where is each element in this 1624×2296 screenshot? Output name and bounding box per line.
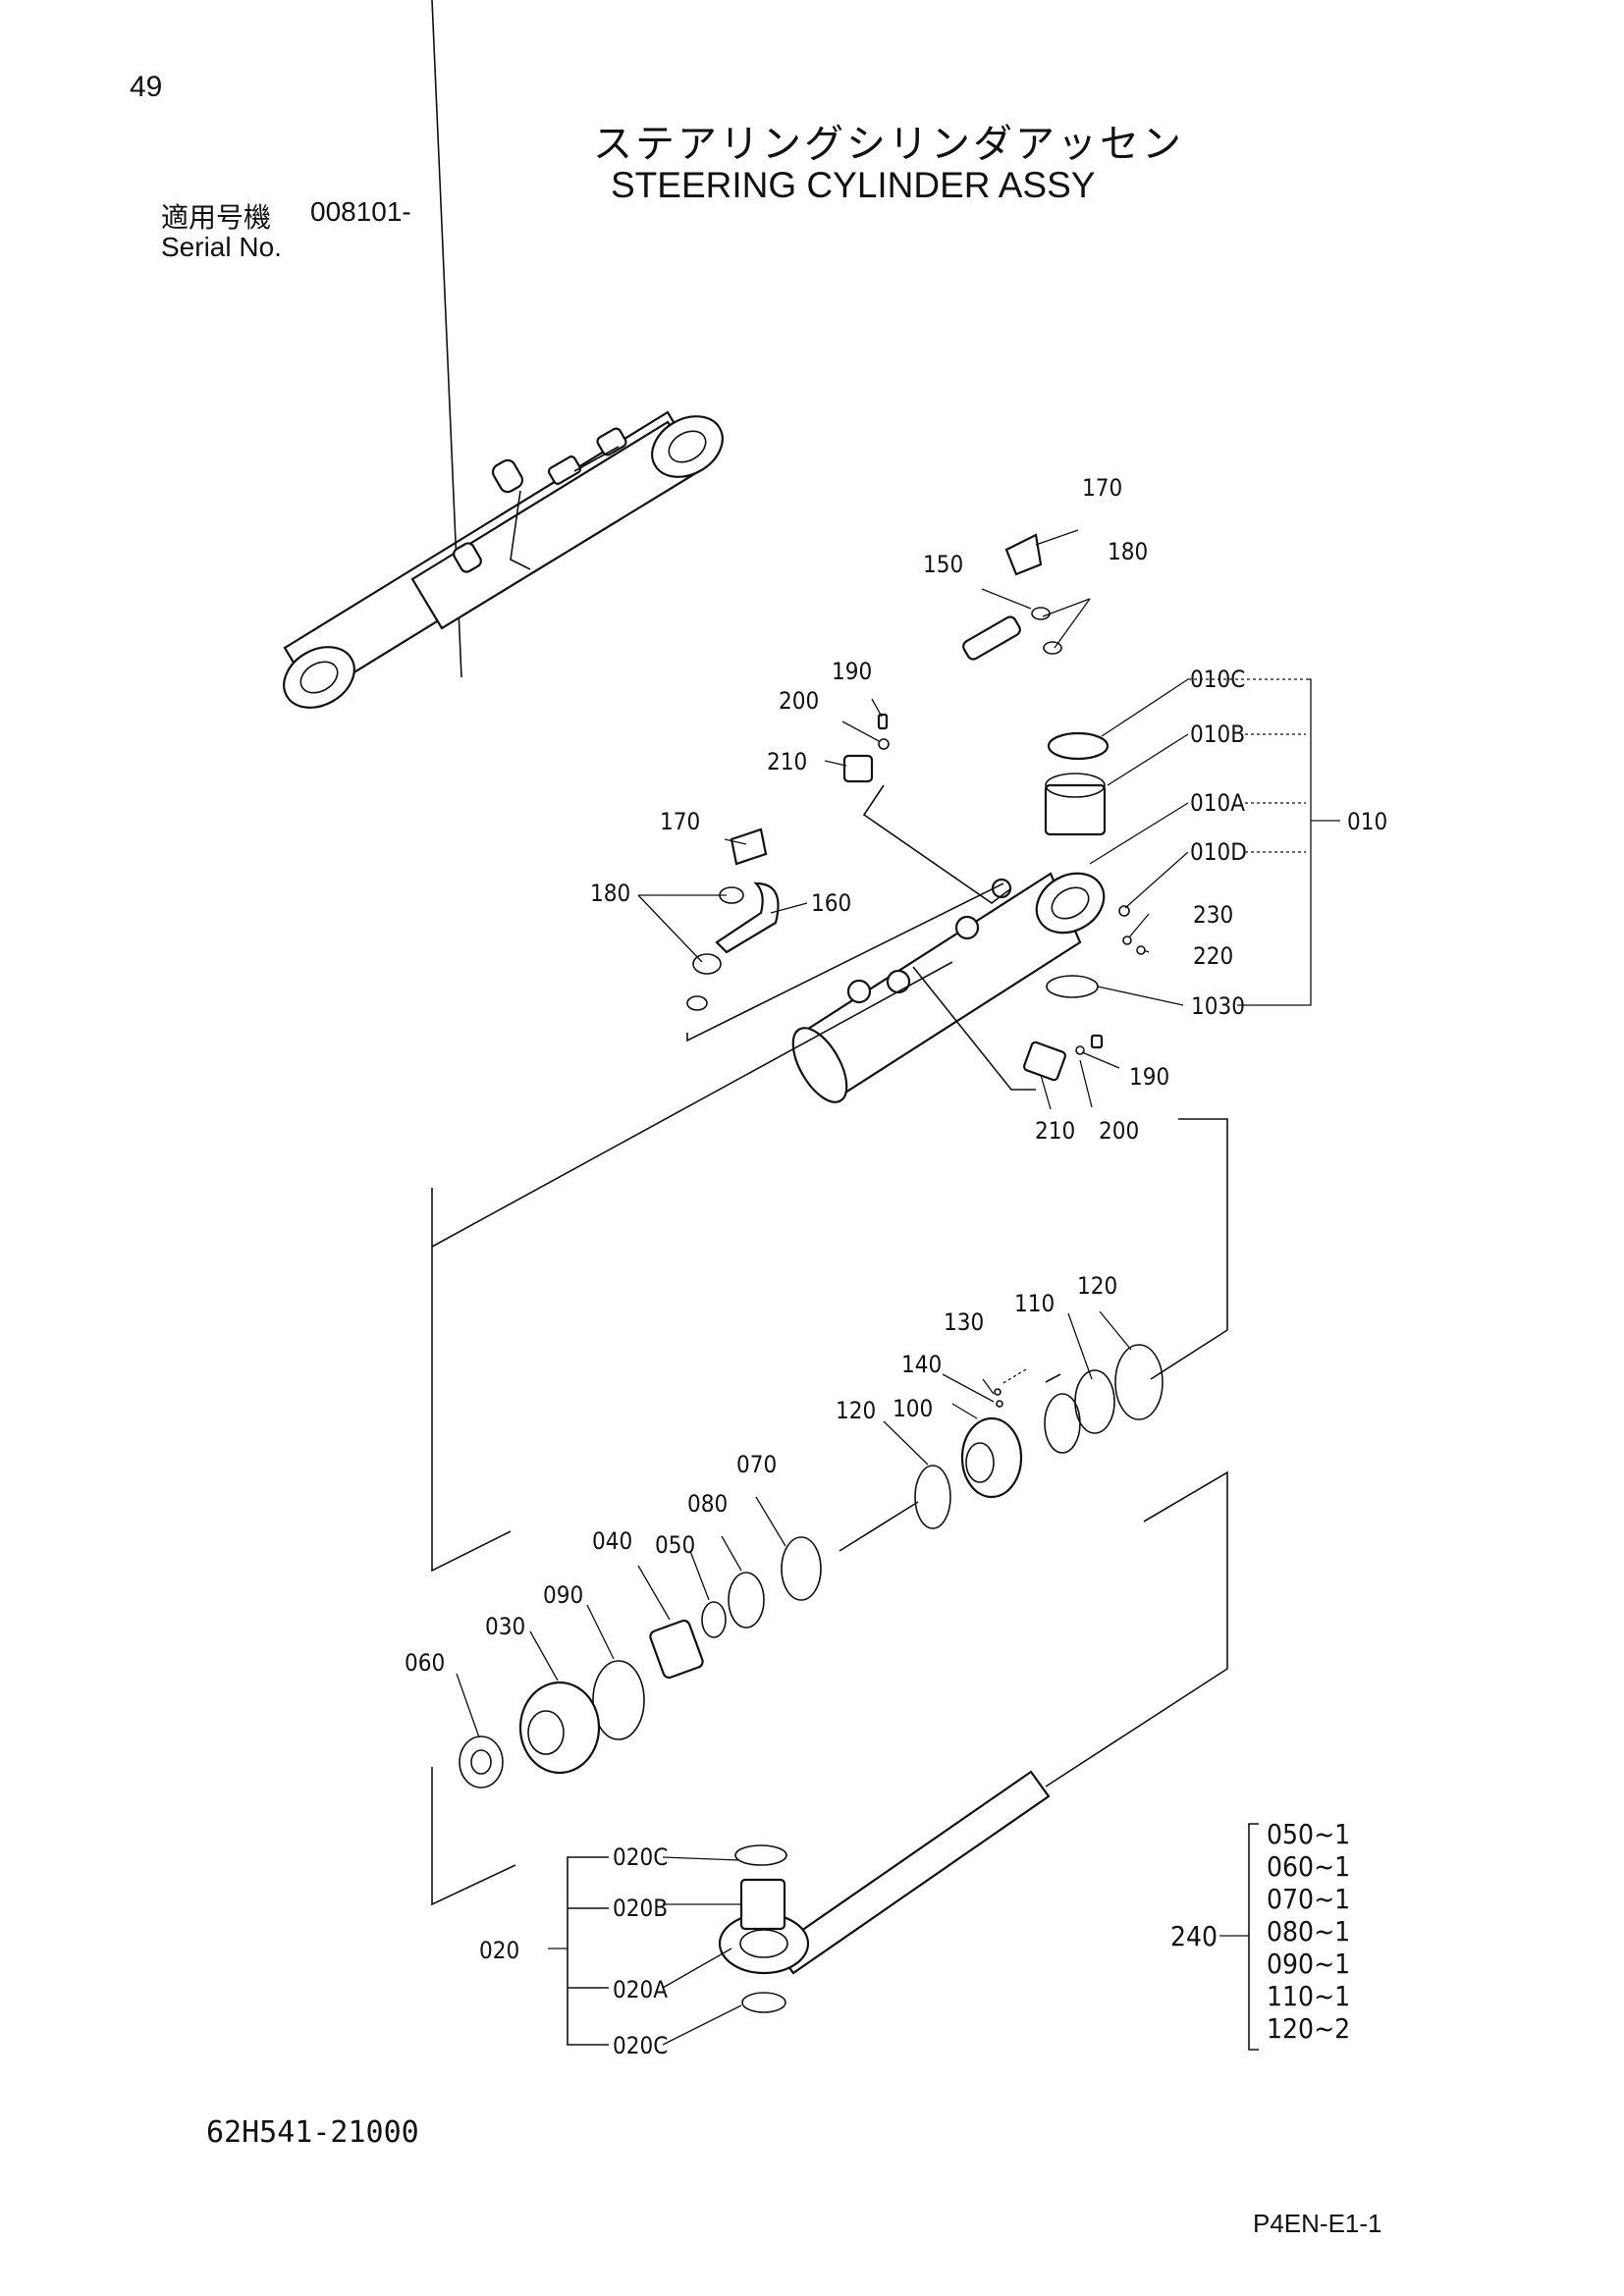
- kit-item: 120~2: [1267, 2012, 1350, 2045]
- callout-140: 140: [901, 1351, 942, 1378]
- kit-item: 050~1: [1267, 1818, 1350, 1850]
- callout-labels: 010 010A 010B 010C 010D 020 020A 020B 02…: [405, 474, 1387, 2059]
- callout-240: 240: [1170, 1920, 1218, 1952]
- kit-item: 080~1: [1267, 1915, 1350, 1948]
- piston-and-seals: [459, 1344, 1164, 1789]
- callout-200-top: 200: [779, 687, 819, 715]
- callout-120-right: 120: [1077, 1272, 1117, 1300]
- callout-030: 030: [485, 1613, 525, 1640]
- callout-020: 020: [479, 1937, 519, 1964]
- callout-010b: 010B: [1190, 721, 1245, 748]
- callout-220: 220: [1193, 942, 1233, 970]
- callout-020b: 020B: [613, 1895, 668, 1922]
- callout-040: 040: [592, 1527, 632, 1555]
- callout-050: 050: [655, 1531, 695, 1559]
- kit-item: 070~1: [1267, 1883, 1350, 1915]
- kit-240-contents: 050~1 060~1 070~1 080~1 090~1 110~1 120~…: [1267, 1818, 1350, 2045]
- callout-200-lower: 200: [1099, 1117, 1139, 1145]
- title-japanese: ステアリングシリンダアッセン: [593, 122, 1184, 167]
- callout-100: 100: [893, 1395, 933, 1422]
- page-number: 49: [130, 71, 163, 103]
- piston-rod: [718, 1770, 1051, 2013]
- callout-070: 070: [736, 1451, 777, 1478]
- callout-020a: 020A: [613, 1976, 668, 2003]
- callout-010: 010: [1347, 808, 1387, 835]
- callout-010c: 010C: [1190, 666, 1245, 693]
- kit-item: 110~1: [1267, 1980, 1350, 2012]
- title-english: STEERING CYLINDER ASSY: [611, 165, 1096, 205]
- callout-020c-top: 020C: [613, 1843, 668, 1871]
- callout-180-left: 180: [590, 880, 630, 907]
- page-code: P4EN-E1-1: [1253, 2209, 1382, 2238]
- callout-150: 150: [923, 551, 963, 578]
- small-parts-upper: [686, 533, 1146, 1082]
- cylinder-tube: [791, 872, 1106, 1103]
- callout-010d: 010D: [1190, 838, 1247, 866]
- callout-1030: 1030: [1191, 992, 1245, 1020]
- callout-060: 060: [405, 1649, 445, 1677]
- kit-item: 090~1: [1267, 1948, 1350, 1980]
- callout-020c-bottom: 020C: [613, 2032, 668, 2059]
- callout-180-top: 180: [1108, 538, 1148, 565]
- callout-190-top: 190: [832, 658, 872, 685]
- serial-value: 008101-: [310, 196, 411, 227]
- callout-120-left: 120: [836, 1397, 876, 1424]
- callout-210-lower: 210: [1035, 1117, 1075, 1145]
- kit-item: 060~1: [1267, 1850, 1350, 1883]
- serial-label-english: Serial No.: [161, 232, 282, 262]
- callout-160: 160: [811, 889, 851, 917]
- serial-label-japanese: 適用号機: [161, 201, 272, 234]
- callout-090: 090: [543, 1581, 583, 1609]
- callout-170-left: 170: [660, 808, 700, 835]
- callout-230: 230: [1193, 901, 1233, 929]
- callout-190-lower: 190: [1129, 1063, 1169, 1091]
- callout-130: 130: [944, 1308, 984, 1336]
- callout-080: 080: [687, 1490, 728, 1518]
- callout-110: 110: [1014, 1290, 1055, 1317]
- callout-210-top: 210: [767, 748, 807, 775]
- assembled-cylinder-overview: [283, 0, 724, 709]
- callout-170-top: 170: [1082, 474, 1122, 502]
- callout-010a: 010A: [1190, 789, 1245, 817]
- drawing-number: 62H541-21000: [206, 2115, 419, 2150]
- leader-lines: [431, 529, 1340, 2051]
